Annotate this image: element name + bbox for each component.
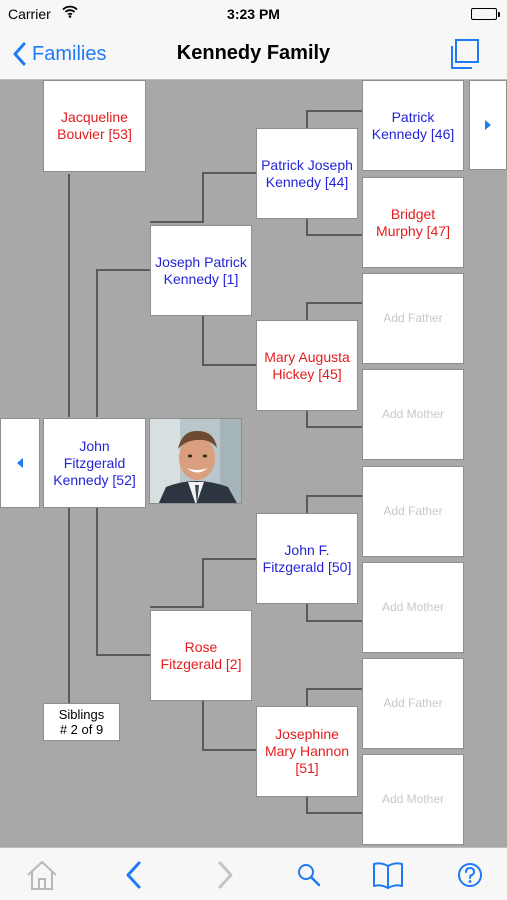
battery-icon	[471, 8, 500, 20]
navigation-bar: Families Kennedy Family	[0, 30, 507, 80]
back-button-label: Families	[32, 42, 107, 65]
add-mother-label: Add Mother	[381, 792, 445, 806]
back-to-families-button[interactable]: Families	[12, 39, 106, 69]
add-mother-button[interactable]: Add Mother	[362, 562, 464, 653]
book-icon[interactable]	[370, 858, 406, 892]
right-arrow-icon	[485, 120, 491, 130]
family-tree-chart: Jacqueline Bouvier [53] John Fitzgerald …	[0, 80, 507, 847]
forward-chevron-icon[interactable]	[207, 858, 243, 892]
add-mother-button[interactable]: Add Mother	[362, 754, 464, 845]
show-children-arrow[interactable]	[0, 418, 40, 508]
status-bar: Carrier 3:23 PM	[0, 0, 507, 30]
back-chevron-icon[interactable]	[116, 858, 152, 892]
add-mother-label: Add Mother	[381, 600, 445, 614]
siblings-position: # 2 of 9	[59, 722, 104, 737]
help-icon[interactable]	[452, 858, 488, 892]
mother-name: Rose Fitzgerald [2]	[160, 638, 242, 672]
siblings-label: Siblings	[58, 707, 105, 722]
carrier-label: Carrier	[8, 6, 51, 22]
root-person-name: John Fitzgerald Kennedy [52]	[53, 437, 136, 488]
great-grandparent-label: Bridget Murphy [47]	[376, 205, 450, 239]
add-father-button[interactable]: Add Father	[362, 658, 464, 749]
maternal-grandmother-name: Josephine Mary Hannon [51]	[264, 726, 350, 776]
add-father-label: Add Father	[383, 311, 443, 325]
great-grandparent-label: Patrick Kennedy [46]	[371, 108, 455, 142]
back-chevron-icon	[13, 42, 26, 66]
great-grandparent-card[interactable]: Patrick Kennedy [46]	[362, 80, 464, 171]
add-father-label: Add Father	[383, 696, 443, 710]
bottom-toolbar	[0, 847, 507, 900]
paternal-grandmother-card[interactable]: Mary Augusta Hickey [45]	[256, 320, 358, 411]
spouse-card[interactable]: Jacqueline Bouvier [53]	[43, 80, 146, 172]
root-person-photo[interactable]	[149, 418, 242, 504]
add-mother-label: Add Mother	[381, 407, 445, 421]
left-arrow-icon	[17, 458, 23, 468]
add-mother-button[interactable]: Add Mother	[362, 369, 464, 460]
search-icon[interactable]	[291, 858, 327, 892]
maternal-grandmother-card[interactable]: Josephine Mary Hannon [51]	[256, 706, 358, 797]
home-icon[interactable]	[24, 858, 60, 892]
tree-connector-lines	[68, 110, 362, 814]
mother-card[interactable]: Rose Fitzgerald [2]	[150, 610, 252, 701]
maternal-grandfather-name: John F. Fitzgerald [50]	[262, 541, 352, 575]
root-person-card[interactable]: John Fitzgerald Kennedy [52]	[43, 418, 146, 508]
great-grandparent-card[interactable]: Bridget Murphy [47]	[362, 177, 464, 268]
paternal-grandmother-name: Mary Augusta Hickey [45]	[264, 348, 350, 382]
wifi-icon	[62, 5, 78, 23]
copy-icon[interactable]	[447, 38, 481, 72]
clock-label: 3:23 PM	[227, 6, 280, 22]
add-father-label: Add Father	[383, 504, 443, 518]
show-more-ancestors-arrow[interactable]	[469, 80, 507, 170]
paternal-grandfather-name: Patrick Joseph Kennedy [44]	[261, 156, 353, 190]
add-father-button[interactable]: Add Father	[362, 273, 464, 364]
father-card[interactable]: Joseph Patrick Kennedy [1]	[150, 225, 252, 316]
siblings-button[interactable]: Siblings # 2 of 9	[43, 703, 120, 741]
add-father-button[interactable]: Add Father	[362, 466, 464, 557]
father-name: Joseph Patrick Kennedy [1]	[155, 253, 247, 287]
spouse-name: Jacqueline Bouvier [53]	[57, 109, 132, 142]
maternal-grandfather-card[interactable]: John F. Fitzgerald [50]	[256, 513, 358, 604]
paternal-grandfather-card[interactable]: Patrick Joseph Kennedy [44]	[256, 128, 358, 219]
